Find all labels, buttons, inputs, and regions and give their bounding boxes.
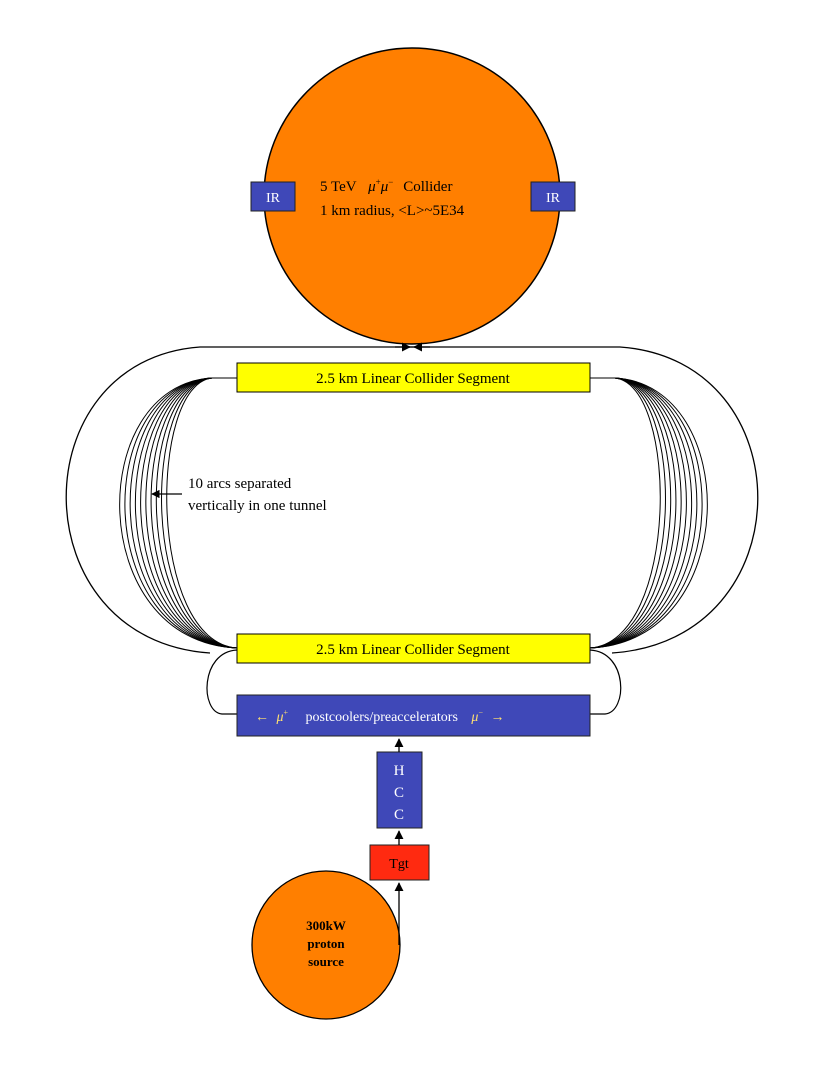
postcoolers-label: ← μ+ postcoolers/preaccelerators μ− →: [255, 704, 504, 725]
injection-loop-right: [589, 649, 622, 715]
proton-source-line1: 300kW: [306, 918, 346, 933]
proton-source-circle: [251, 870, 401, 1020]
arc-right-8: [589, 377, 672, 649]
collider-subtitle: 1 km radius, <L>~5E34: [320, 203, 465, 219]
linac-top: 2.5 km Linear Collider Segment: [236, 362, 591, 393]
arc-left-9: [161, 377, 238, 649]
collider-ring: 5 TeV μ+μ−Collider 1 km radius, <L>~5E34: [263, 47, 561, 345]
ir-label-left: IR: [266, 191, 281, 206]
hcc-box: H C C: [376, 751, 423, 829]
ir-box-right: IR: [530, 181, 576, 212]
linac-bottom: 2.5 km Linear Collider Segment: [236, 633, 591, 664]
target-box: Tgt: [369, 844, 430, 881]
injection-loop-left: [206, 649, 238, 715]
proton-source-line2: proton: [307, 936, 345, 951]
recirculation-arcs-right: [589, 377, 708, 649]
arcs-note-line2: vertically in one tunnel: [188, 498, 327, 514]
arc-right-4: [589, 377, 693, 649]
arc-right-1: [589, 377, 708, 649]
arc-left-7: [150, 377, 238, 649]
linac-bottom-label: 2.5 km Linear Collider Segment: [316, 642, 511, 658]
target-label: Tgt: [389, 857, 409, 872]
collider-circle: [263, 47, 561, 345]
arcs-note-line1: 10 arcs separated: [188, 476, 292, 492]
postcoolers-box: ← μ+ postcoolers/preaccelerators μ− →: [236, 694, 591, 737]
hcc-letter-1: H: [394, 763, 405, 779]
arc-right-5: [589, 377, 687, 649]
transfer-line-right: [404, 346, 759, 654]
arc-right-10: [589, 377, 661, 649]
hcc-letter-3: C: [394, 807, 404, 823]
arcs-annotation: 10 arcs separated vertically in one tunn…: [151, 476, 327, 514]
arc-left-8: [155, 377, 238, 649]
proton-source: 300kW proton source: [251, 870, 401, 1020]
ir-label-right: IR: [546, 191, 561, 206]
collider-title: 5 TeV μ+μ−Collider: [320, 177, 452, 195]
linac-top-label: 2.5 km Linear Collider Segment: [316, 371, 511, 387]
arc-left-5: [140, 377, 238, 649]
proton-source-line3: source: [308, 954, 344, 969]
arc-right-9: [589, 377, 666, 649]
hcc-letter-2: C: [394, 785, 404, 801]
arc-right-6: [589, 377, 682, 649]
arc-left-4: [134, 377, 238, 649]
ir-box-left: IR: [250, 181, 296, 212]
arc-left-6: [145, 377, 238, 649]
transfer-line-left: [65, 346, 418, 654]
arc-left-10: [166, 377, 238, 649]
arc-right-7: [589, 377, 677, 649]
